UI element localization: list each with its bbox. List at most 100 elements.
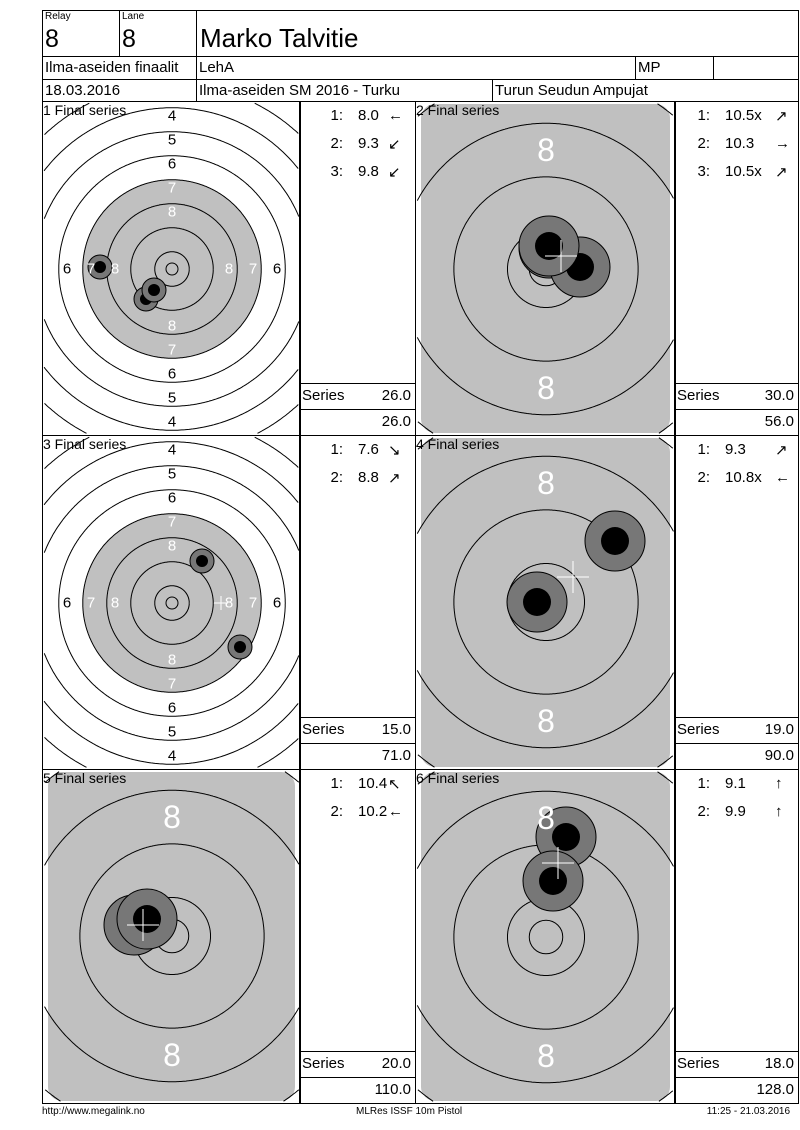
ring-label: 8 [537,1038,555,1074]
competition: Ilma-aseiden SM 2016 - Turku [199,82,400,99]
shot-value: 10.4 [358,775,388,792]
shot-value: 8.8 [358,469,379,486]
shot-value: 7.6 [358,441,379,458]
ring-label: 7 [168,676,176,693]
relay-value: 8 [45,25,59,53]
shot-row: 1:7.6↘ [300,441,415,461]
shot-row: 2: 9.9 ↑ [675,803,798,823]
direction-arrow-icon: ← [388,107,403,124]
shot-value: 10.5x [725,107,762,124]
target-image: 88 [44,771,300,1102]
ring-label: 4 [168,108,176,125]
shot-value: 10.8x [725,469,762,486]
shot-number: 1: [697,441,710,458]
direction-arrow-icon: ↑ [775,803,783,820]
ring-label: 8 [111,595,119,612]
shot-hole [116,888,178,950]
series-score: 30.0 [764,387,794,404]
shot-row: 3:9.8↙ [300,163,415,183]
shot-row: 2:10.2← [300,803,415,823]
category: MP [638,59,661,76]
direction-arrow-icon: ↙ [388,136,401,153]
series-score: 18.0 [764,1055,794,1072]
footer-software: MLRes ISSF 10m Pistol [356,1106,463,1117]
shot-value: 9.9 [725,803,746,820]
direction-arrow-icon: ↗ [775,108,788,125]
ring-label: 6 [63,261,71,278]
cumulative-score: 128.0 [756,1081,794,1098]
ring-label: 8 [225,261,233,278]
lane-cell: Lane 8 [119,10,197,57]
direction-arrow-icon: ↑ [775,775,783,792]
shot-row: 2:10.3→ [675,135,798,155]
class-cell: LehA [196,56,636,80]
direction-arrow-icon: ↙ [388,164,401,181]
category-cell: MP [635,56,714,80]
ring-label: 8 [537,465,555,501]
series-row: Series 30.0 [675,383,798,409]
date-cell: 18.03.2016 [42,79,197,102]
ring-label: 5 [168,724,176,741]
shot-value: 8.0 [358,107,379,124]
mean-point-cross [214,596,228,610]
series-label: Series [677,1055,720,1072]
ring-label: 6 [273,595,281,612]
shot-value: 10.2 [358,803,388,820]
series-title: 6 Final series [416,770,500,786]
ring-label: 8 [111,261,119,278]
cumulative-score: 71.0 [381,747,411,764]
competition-cell: Ilma-aseiden SM 2016 - Turku [196,79,493,102]
shot-hole [227,634,253,660]
shot-row: 2:9.3↙ [300,135,415,155]
shot-hole [522,850,584,912]
shot-number: 1: [330,775,343,792]
shot-number: 2: [330,469,343,486]
shot-value: 10.5x [725,163,762,180]
ring-label: 4 [168,414,176,431]
ring-label: 6 [168,366,176,383]
direction-arrow-icon: ↘ [388,442,401,459]
ring-label: 7 [168,180,176,197]
ring-label: 8 [168,652,176,669]
ring-label: 8 [537,703,555,739]
target-image: 88 [416,103,674,434]
ring-label: 5 [168,466,176,483]
ring-label: 6 [168,156,176,173]
shot-row: 2: 8.8 ↗ [300,469,415,489]
shot-number: 2: [697,469,710,486]
series-label: Series [677,721,720,738]
shot-hole [518,215,580,277]
ring-label: 7 [168,342,176,359]
shot-number: 3: [697,163,710,180]
shot-number: 1: [330,107,343,124]
ring-label: 6 [273,261,281,278]
shot-row: 1:10.4↖ [300,775,415,795]
date: 18.03.2016 [45,82,121,99]
aiming-area [421,772,670,1101]
direction-arrow-icon: ↗ [388,470,401,487]
shot-hole [506,571,568,633]
total-row: 90.0 [675,743,798,769]
series-label: Series [677,387,720,404]
name-cell: Marko Talvitie [196,10,799,57]
shot-row: 1: 8.0 ← [300,107,415,127]
shot-value: 9.3 [358,135,379,152]
ring-label: 4 [168,748,176,765]
total-row: 110.0 [300,1077,415,1103]
footer-timestamp: 11:25 - 21.03.2016 [706,1106,790,1117]
series-title: 5 Final series [43,770,127,786]
series-score: 19.0 [764,721,794,738]
shot-number: 2: [697,803,710,820]
ring-label: 8 [225,595,233,612]
shot-number: 3: [330,163,343,180]
